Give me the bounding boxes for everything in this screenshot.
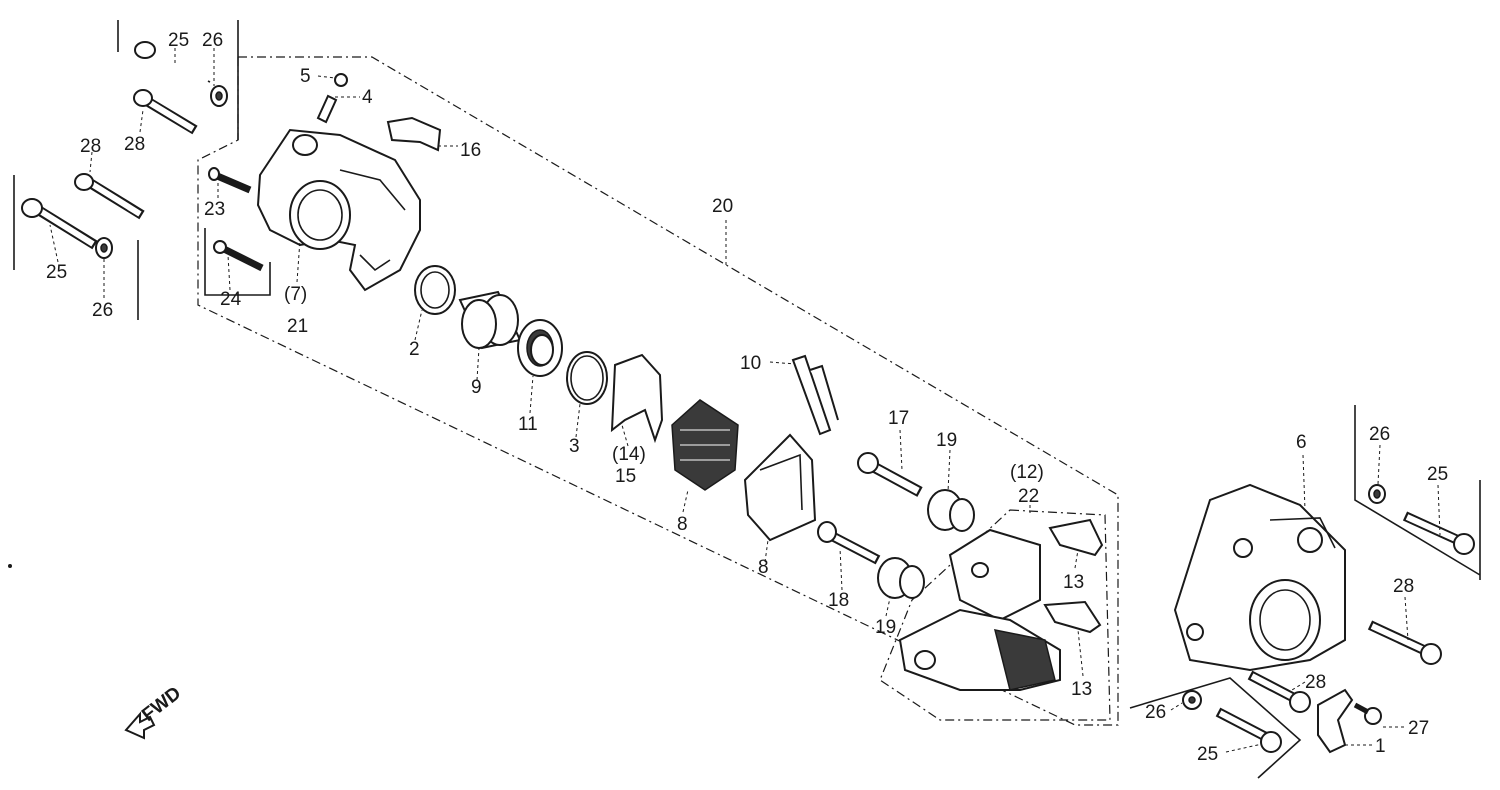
leader-lines — [49, 48, 1441, 753]
callout-11: 11 — [518, 414, 538, 435]
shim-16 — [386, 116, 442, 152]
callout-24: 24 — [220, 289, 242, 310]
callout-10: 10 — [740, 353, 761, 374]
callout-14: (14) — [612, 444, 646, 465]
bolt-25-upper — [134, 41, 211, 84]
bolt-group-box-right — [1354, 405, 1481, 580]
bolt-23 — [208, 167, 252, 194]
callout-28: 28 — [1305, 672, 1326, 693]
bolt-28-right — [1367, 620, 1442, 665]
caliper-body-21 — [256, 128, 421, 292]
callout-1: 1 — [1375, 736, 1386, 757]
piston-9 — [458, 290, 522, 350]
bleeder-cap-5 — [334, 73, 348, 87]
forward-direction-arrow — [124, 711, 156, 740]
washer-26-left — [95, 237, 113, 259]
callout-20: 20 — [712, 196, 733, 217]
bolt-25-lower — [1215, 707, 1282, 753]
callout-8: 8 — [758, 557, 769, 578]
bolt-group-box-bottom — [1129, 677, 1302, 779]
callout-19: 19 — [936, 430, 957, 451]
pad-spring-10 — [791, 354, 839, 436]
bolt-25-left — [21, 198, 98, 250]
caliper-assembly-6 — [1173, 483, 1346, 672]
callout-21: 21 — [287, 316, 308, 337]
pin-boot-19-upper — [927, 489, 975, 532]
callout-22: 22 — [1018, 486, 1039, 507]
o-ring-3 — [566, 351, 608, 405]
callout-15: 15 — [615, 466, 636, 487]
callout-25: 25 — [168, 30, 189, 51]
bolt-28-lower — [1247, 670, 1311, 713]
bolt-28-upper — [133, 89, 198, 135]
callout-26: 26 — [1369, 424, 1390, 445]
callout-17: 17 — [888, 408, 909, 429]
hose-clamp-1 — [1317, 688, 1354, 754]
bolt-group-box-left — [13, 175, 139, 320]
callout-26: 26 — [92, 300, 113, 321]
pad-set-22 — [898, 528, 1061, 691]
slide-pin-17 — [857, 452, 923, 497]
callout-26: 26 — [1145, 702, 1166, 723]
callout-25: 25 — [1427, 464, 1448, 485]
fwd-label: FWD — [138, 683, 185, 726]
bolt-group-box-24 — [204, 228, 271, 296]
bolt-24 — [213, 240, 264, 272]
callout-25: 25 — [1197, 744, 1218, 765]
callout-25: 25 — [46, 262, 67, 283]
bolt-28-left — [74, 173, 145, 220]
callout-4: 4 — [362, 87, 373, 108]
assembly-boundary-20 — [197, 56, 1119, 726]
callout-12: (12) — [1010, 462, 1044, 483]
brake-pad-8-outer — [743, 433, 817, 542]
pad-retainer-13-lower — [1043, 600, 1102, 634]
callout-9: 9 — [471, 377, 482, 398]
pad-shim-15 — [610, 353, 664, 444]
callout-5: 5 — [300, 66, 311, 87]
stray-dot — [8, 564, 12, 568]
callout-19: 19 — [875, 617, 896, 638]
callout-6: 6 — [1296, 432, 1307, 453]
piston-seal-2 — [414, 265, 456, 315]
dust-seal-11 — [517, 319, 563, 377]
callout-28: 28 — [124, 134, 145, 155]
callout-3: 3 — [569, 436, 580, 457]
brake-pad-8-inner — [671, 399, 739, 491]
callout-13: 13 — [1071, 679, 1092, 700]
callout-7: (7) — [284, 284, 307, 305]
washer-26-right — [1368, 484, 1386, 504]
callout-26: 26 — [202, 30, 223, 51]
bolt-group-box-upper-left — [117, 20, 239, 140]
callout-13: 13 — [1063, 572, 1084, 593]
callout-23: 23 — [204, 199, 225, 220]
callout-8: 8 — [677, 514, 688, 535]
pin-boot-19-lower — [877, 557, 925, 599]
callout-16: 16 — [460, 140, 481, 161]
callout-28: 28 — [1393, 576, 1414, 597]
callout-2: 2 — [409, 339, 420, 360]
pad-retainer-13-upper — [1048, 518, 1104, 557]
washer-26-upper — [210, 85, 228, 107]
bolt-27 — [1353, 702, 1382, 725]
bleeder-valve-4 — [316, 94, 338, 124]
bolt-25-right — [1402, 511, 1475, 555]
callout-28: 28 — [80, 136, 101, 157]
callout-18: 18 — [828, 590, 849, 611]
washer-26-lower — [1182, 690, 1202, 710]
slide-pin-18 — [817, 521, 881, 565]
pad-set-boundary-22 — [879, 509, 1111, 721]
callout-27: 27 — [1408, 718, 1429, 739]
